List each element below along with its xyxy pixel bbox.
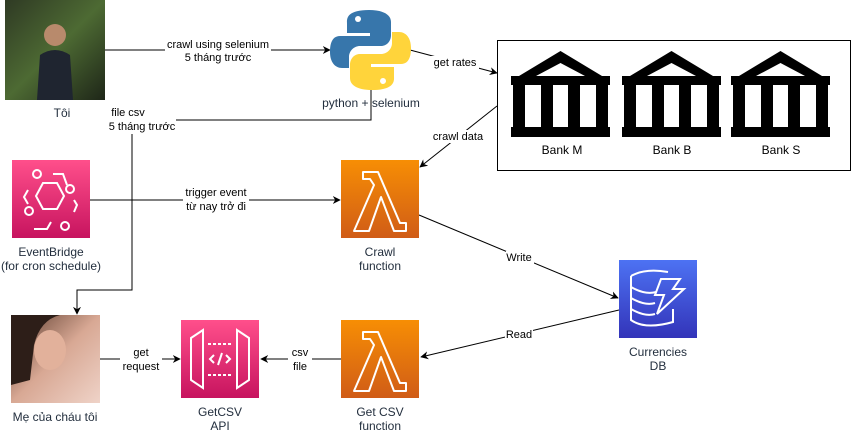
bank-icon xyxy=(731,51,830,137)
node-get-csv-function: Get CSV function xyxy=(341,320,419,433)
svg-text:API: API xyxy=(210,419,229,433)
svg-text:Bank S: Bank S xyxy=(762,143,801,157)
node-getcsv-api: GetCSV API xyxy=(181,320,259,433)
svg-text:crawl using selenium: crawl using selenium xyxy=(167,39,269,51)
svg-text:(for cron schedule): (for cron schedule) xyxy=(1,259,101,273)
edge-label: trigger event xyxy=(185,187,246,199)
node-label: Get CSV xyxy=(356,405,403,419)
edge-crawl-data: crawl data xyxy=(419,105,498,168)
svg-text:function: function xyxy=(359,259,401,273)
node-label: Mẹ của cháu tôi xyxy=(13,410,98,424)
bank-label: Bank B xyxy=(653,143,692,157)
edge-get-rates: get rates xyxy=(409,49,498,76)
svg-text:Crawl: Crawl xyxy=(365,245,396,259)
edge-write: Write xyxy=(418,214,619,299)
node-label: Currencies xyxy=(629,345,687,359)
python-logo-icon xyxy=(330,10,411,90)
edge-label: file csv xyxy=(111,107,145,119)
node-python: python + selenium xyxy=(322,10,420,110)
edge-label: Read xyxy=(506,329,532,341)
svg-text:EventBridge: EventBridge xyxy=(18,245,84,259)
svg-text:từ nay trở đi: từ nay trở đi xyxy=(186,201,246,213)
node-mom: Mẹ của cháu tôi xyxy=(11,315,100,424)
bank-icon xyxy=(622,51,721,137)
svg-text:GetCSV: GetCSV xyxy=(198,405,242,419)
edge-label: request xyxy=(123,361,160,373)
svg-text:function: function xyxy=(359,419,401,433)
edge-label: get xyxy=(133,347,148,359)
svg-text:Currencies: Currencies xyxy=(629,345,687,359)
bank-label: Bank M xyxy=(542,143,583,157)
svg-text:get rates: get rates xyxy=(434,57,477,69)
bank-icon xyxy=(511,51,610,137)
edge-label: get rates xyxy=(434,57,477,69)
svg-text:Bank M: Bank M xyxy=(542,143,583,157)
svg-text:file: file xyxy=(293,361,307,373)
node-me: Tôi xyxy=(5,0,105,120)
edge-read: Read xyxy=(420,309,620,360)
edge-trigger-event: trigger event từ nay trở đi xyxy=(89,186,341,213)
edge-label: crawl data xyxy=(433,131,484,143)
svg-text:5 tháng trước: 5 tháng trước xyxy=(109,121,176,133)
svg-text:python + selenium: python + selenium xyxy=(322,96,420,110)
bank-label: Bank S xyxy=(762,143,801,157)
node-label: function xyxy=(359,259,401,273)
svg-text:file csv: file csv xyxy=(111,107,145,119)
svg-text:get: get xyxy=(133,347,148,359)
node-label: (for cron schedule) xyxy=(1,259,101,273)
svg-text:crawl data: crawl data xyxy=(433,131,484,143)
node-label: EventBridge xyxy=(18,245,84,259)
node-label: API xyxy=(210,419,229,433)
edge-get-request: get request xyxy=(100,345,181,373)
svg-text:Read: Read xyxy=(506,329,532,341)
edge-label: 5 tháng trước xyxy=(185,52,252,64)
node-label: DB xyxy=(650,359,667,373)
node-crawl-function: Crawl function xyxy=(341,160,419,273)
edge-label: crawl using selenium xyxy=(167,39,269,51)
banks-group: Bank M Bank B Bank S xyxy=(497,40,851,171)
svg-text:DB: DB xyxy=(650,359,667,373)
svg-text:Get CSV: Get CSV xyxy=(356,405,403,419)
svg-text:Mẹ của cháu tôi: Mẹ của cháu tôi xyxy=(13,410,98,424)
edge-label: 5 tháng trước xyxy=(109,121,176,133)
svg-text:Write: Write xyxy=(506,252,531,264)
node-label: Tôi xyxy=(54,106,71,120)
node-label: Crawl xyxy=(365,245,396,259)
eventbridge-icon xyxy=(12,160,90,238)
node-label: python + selenium xyxy=(322,96,420,110)
edge-crawl-selenium: crawl using selenium 5 tháng trước xyxy=(105,38,331,64)
svg-text:csv: csv xyxy=(292,347,309,359)
svg-text:trigger event: trigger event xyxy=(185,187,246,199)
edge-file-csv: file csv 5 tháng trước xyxy=(73,90,372,315)
edge-label: từ nay trở đi xyxy=(186,201,246,213)
edge-label: file xyxy=(293,361,307,373)
svg-text:request: request xyxy=(123,361,160,373)
svg-text:5 tháng trước: 5 tháng trước xyxy=(185,52,252,64)
edge-label: Write xyxy=(506,252,531,264)
edge-csv-file: csv file xyxy=(260,345,341,373)
node-eventbridge: EventBridge (for cron schedule) xyxy=(1,160,101,273)
svg-text:Bank B: Bank B xyxy=(653,143,692,157)
node-label: function xyxy=(359,419,401,433)
node-label: GetCSV xyxy=(198,405,242,419)
svg-text:Tôi: Tôi xyxy=(54,106,71,120)
edge-label: csv xyxy=(292,347,309,359)
node-currencies-db: Currencies DB xyxy=(619,260,697,373)
